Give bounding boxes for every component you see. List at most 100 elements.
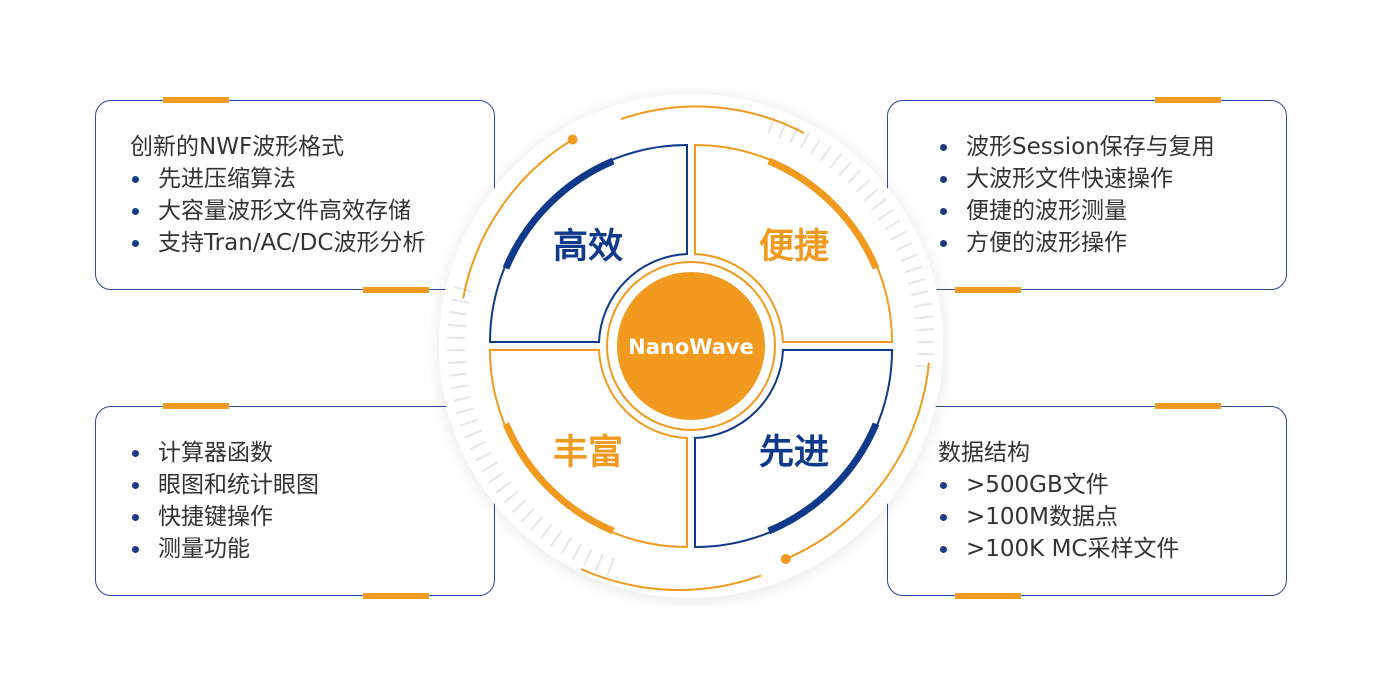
tick-mark <box>606 558 615 576</box>
bullet-icon <box>132 175 139 183</box>
outer-arc-top <box>620 105 805 134</box>
tick-mark <box>855 178 871 193</box>
tick-mark <box>838 161 852 177</box>
outer-arc-left <box>462 138 574 299</box>
tick-mark <box>447 360 466 364</box>
card-heading: 创新的NWF波形格式 <box>130 134 345 160</box>
tick-mark <box>571 543 583 560</box>
tick-mark <box>488 471 505 484</box>
quadrant-label-bottom-left: 丰富 <box>553 432 623 473</box>
tick-mark <box>469 440 487 451</box>
card-accent-bar-top <box>1155 403 1221 409</box>
tick-mark <box>877 208 894 221</box>
tick-mark <box>594 553 604 571</box>
quadrant-accent-bottom-right <box>767 422 880 535</box>
tick-mark <box>448 372 467 377</box>
tick-mark <box>799 132 811 149</box>
bullet-icon <box>940 143 947 151</box>
list-item: 大波形文件快速操作 <box>938 163 1276 195</box>
tick-mark <box>447 323 466 328</box>
tick-mark <box>809 138 822 155</box>
tick-mark <box>910 290 929 297</box>
list-item: 先进压缩算法 <box>130 163 484 195</box>
tick-mark <box>913 302 932 308</box>
tick-ring <box>446 116 936 576</box>
tick-mark <box>863 188 879 202</box>
list-item: 计算器函数 <box>130 437 484 469</box>
list-item: 支持Tran/AC/DC波形分析 <box>130 227 484 259</box>
arc-end-dot <box>567 134 578 145</box>
card-accent-bar-bottom <box>363 593 429 599</box>
card-accent-bar-bottom <box>363 287 429 293</box>
tick-mark <box>904 265 923 274</box>
tick-mark <box>453 286 472 293</box>
tick-mark <box>916 364 935 369</box>
tick-mark <box>481 461 498 473</box>
tick-mark <box>475 451 492 462</box>
tick-mark <box>456 407 475 415</box>
list-item: 测量功能 <box>130 533 484 565</box>
card-bottom-right: 数据结构 >500GB文件 >100M数据点 >100K MC采样文件 <box>887 403 1287 599</box>
tick-mark <box>870 198 887 211</box>
card-heading: 数据结构 <box>938 440 1030 466</box>
quadrant-label-top-right: 便捷 <box>759 227 829 267</box>
bullet-icon <box>940 513 947 521</box>
tick-mark <box>819 145 832 162</box>
list-item: >100K MC采样文件 <box>938 533 1276 565</box>
tick-mark <box>451 298 470 304</box>
tick-mark <box>453 395 472 402</box>
card-accent-bar-top <box>1155 97 1221 103</box>
quadrant-accent-bottom-left <box>502 422 615 535</box>
tick-mark <box>829 153 842 169</box>
list-item: 波形Session保存与复用 <box>938 131 1276 163</box>
quadrant-label-bottom-right: 先进 <box>759 433 829 473</box>
list-item: 大容量波形文件高效存储 <box>130 195 484 227</box>
tick-mark <box>915 315 934 320</box>
tick-mark <box>916 328 935 332</box>
list-item: 快捷键操作 <box>130 501 484 533</box>
tick-mark <box>900 253 918 263</box>
tick-mark <box>495 481 512 494</box>
bullet-icon <box>940 175 947 183</box>
bullet-icon <box>132 481 139 489</box>
tick-mark <box>503 490 519 504</box>
bullet-icon <box>940 545 947 553</box>
quadrant-label-top-left: 高效 <box>553 227 623 267</box>
list-item: >100M数据点 <box>938 501 1276 533</box>
tick-mark <box>884 219 901 231</box>
card-accent-bar-bottom <box>955 287 1021 293</box>
tick-mark <box>847 169 862 185</box>
tick-mark <box>895 241 913 252</box>
bullet-icon <box>132 207 139 215</box>
card-accent-bar-top <box>163 403 229 409</box>
tick-mark <box>464 429 482 439</box>
list-item: 便捷的波形测量 <box>938 195 1276 227</box>
arc-end-dot <box>780 554 791 564</box>
tick-mark <box>511 499 527 514</box>
bullet-icon <box>132 239 139 247</box>
tick-mark <box>450 384 469 390</box>
outer-arc-bottom <box>580 568 762 591</box>
list-item: >500GB文件 <box>938 469 1276 501</box>
card-top-left: 创新的NWF波形格式 先进压缩算法 大容量波形文件高效存储 支持Tran/AC/… <box>95 97 495 293</box>
tick-mark <box>583 548 593 566</box>
tick-mark <box>550 530 563 547</box>
tick-mark <box>520 507 535 523</box>
center-label: NanoWave <box>628 335 754 359</box>
tick-mark <box>540 523 553 539</box>
bullet-icon <box>132 513 139 521</box>
list-item: 方便的波形操作 <box>938 227 1276 259</box>
center-badge <box>617 272 765 420</box>
tick-mark <box>447 336 466 340</box>
bullet-icon <box>132 545 139 553</box>
bullet-icon <box>940 481 947 489</box>
outer-arc-right <box>785 362 930 560</box>
bullet-icon <box>940 207 947 215</box>
card-bottom-left: 计算器函数 眼图和统计眼图 快捷键操作 测量功能 <box>95 403 495 599</box>
card-accent-bar-bottom <box>955 593 1021 599</box>
list-item: 眼图和统计眼图 <box>130 469 484 501</box>
nanowave-diagram: NanoWave 高效 便捷 丰富 先进 <box>439 94 943 598</box>
tick-mark <box>890 230 907 241</box>
tick-mark <box>530 515 544 531</box>
card-accent-bar-top <box>163 97 229 103</box>
